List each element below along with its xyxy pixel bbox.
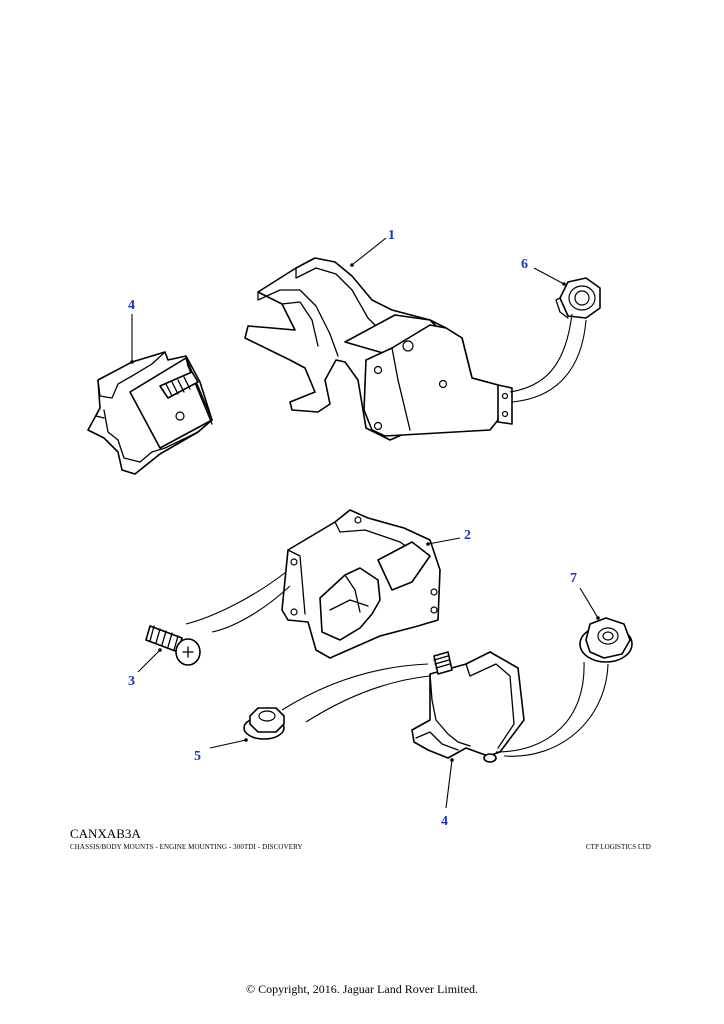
callout-4-lower: 4 xyxy=(441,814,448,829)
part-4-rubber-mounting-upper xyxy=(87,351,213,475)
part-5-washer-nut xyxy=(243,707,285,740)
part-4-rubber-mounting-lower xyxy=(411,651,525,763)
part-2-bracket xyxy=(281,509,441,659)
part-7-flange-nut xyxy=(579,617,633,663)
publisher-name: CTP LOGISTICS LTD xyxy=(586,843,651,851)
callout-5: 5 xyxy=(194,749,201,764)
drawing-code: CANXAB3A xyxy=(70,826,141,841)
callout-2: 2 xyxy=(464,528,471,543)
callout-6: 6 xyxy=(521,257,528,272)
copyright-notice: © Copyright, 2016. Jaguar Land Rover Lim… xyxy=(245,982,479,996)
part-3-bolt xyxy=(145,625,201,666)
part-1-mounting-bracket xyxy=(244,257,513,441)
callout-1: 1 xyxy=(388,228,395,243)
callout-leaders xyxy=(130,237,600,809)
assembly-guide-lines xyxy=(185,313,609,757)
callout-3: 3 xyxy=(128,674,135,689)
callout-7: 7 xyxy=(570,571,577,586)
drawing-title: CHASSIS/BODY MOUNTS - ENGINE MOUNTING - … xyxy=(70,843,303,851)
callout-4-upper: 4 xyxy=(128,298,135,313)
part-6-flange-nut xyxy=(555,277,601,319)
